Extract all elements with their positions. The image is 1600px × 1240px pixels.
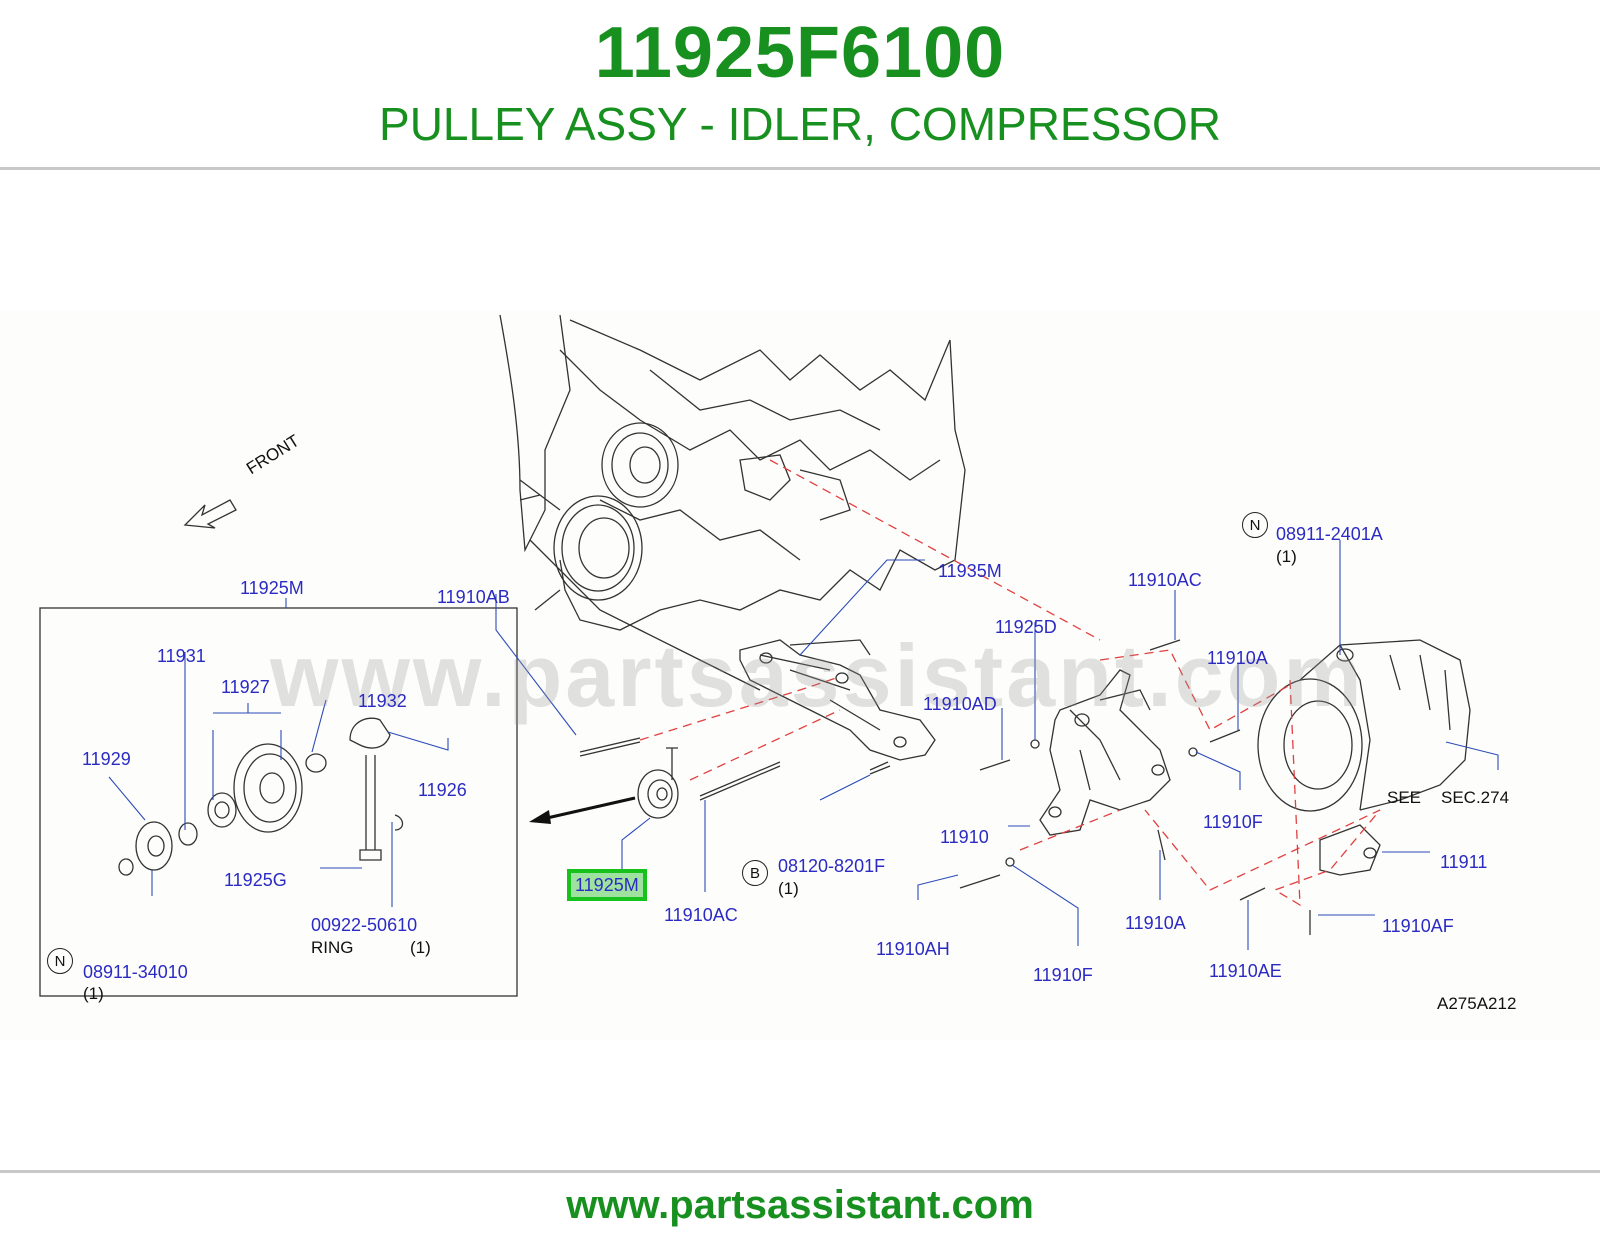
bracket-11910-drawing bbox=[1039, 669, 1171, 836]
quantity-08120-8201f: (1) bbox=[778, 879, 799, 898]
callout-11910ac-lower[interactable]: 11910AC bbox=[664, 905, 738, 925]
header-divider bbox=[0, 167, 1600, 170]
dashed-reference-lines bbox=[639, 459, 1381, 907]
pointer-arrow bbox=[529, 796, 636, 824]
ring-text: RING bbox=[311, 938, 354, 957]
callout-11932[interactable]: 11932 bbox=[358, 691, 407, 711]
detail-box-frame bbox=[39, 607, 518, 997]
footer-website-link[interactable]: www.partsassistant.com bbox=[566, 1183, 1034, 1227]
watermark: www.partsassistant.com bbox=[270, 626, 1365, 725]
callout-11910ac-upper[interactable]: 11910AC bbox=[1128, 570, 1202, 590]
callout-11910f-upper[interactable]: 11910F bbox=[1203, 812, 1263, 832]
diagram-drawing bbox=[39, 314, 1499, 997]
see-text: SEE bbox=[1387, 788, 1422, 807]
callout-11925g[interactable]: 11925G bbox=[224, 870, 287, 890]
callout-11910a-upper[interactable]: 11910A bbox=[1207, 648, 1268, 668]
upper-pulley-drawing bbox=[601, 422, 679, 508]
leader-lines bbox=[108, 540, 1499, 950]
callout-11931[interactable]: 11931 bbox=[157, 646, 206, 666]
idler-pulley-drawing bbox=[637, 769, 679, 819]
callout-11911[interactable]: 11911 bbox=[1440, 852, 1488, 872]
footer-divider bbox=[0, 1170, 1600, 1173]
callout-11925d[interactable]: 11925D bbox=[995, 617, 1057, 637]
callout-11910ae[interactable]: 11910AE bbox=[1209, 961, 1282, 981]
new-part-symbol-2: N bbox=[1242, 512, 1268, 538]
callout-11925m-box[interactable]: 11925M bbox=[240, 578, 304, 598]
quantity-08911-2401a: (1) bbox=[1276, 547, 1297, 566]
diagram-code: A275A212 bbox=[1437, 994, 1517, 1013]
new-part-symbol: N bbox=[47, 948, 73, 974]
page-header: 11925F6100 PULLEY ASSY - IDLER, COMPRESS… bbox=[0, 0, 1600, 168]
part-number-title: 11925F6100 bbox=[594, 13, 1006, 93]
callout-11910af[interactable]: 11910AF bbox=[1382, 916, 1454, 936]
callout-11935m[interactable]: 11935M bbox=[938, 561, 1002, 581]
callout-00922-50610[interactable]: 00922-50610 bbox=[311, 915, 418, 935]
bolt-symbol: B bbox=[742, 860, 768, 886]
detail-pulley-drawing bbox=[233, 743, 303, 833]
parts-diagram: www.partsassistant.com FRONT 11925M 1193… bbox=[0, 310, 1600, 1040]
callout-11910ad[interactable]: 11910AD bbox=[923, 694, 997, 714]
callout-11910f-lower[interactable]: 11910F bbox=[1033, 965, 1093, 985]
callout-11926[interactable]: 11926 bbox=[418, 780, 467, 800]
callout-08911-34010[interactable]: 08911-34010 bbox=[83, 962, 188, 982]
callout-11925m-highlighted[interactable]: 11925M bbox=[567, 869, 647, 901]
callout-11910a-lower[interactable]: 11910A bbox=[1125, 913, 1186, 933]
crank-pulley-drawing bbox=[553, 495, 643, 601]
callout-11910ah[interactable]: 11910AH bbox=[876, 939, 950, 959]
part-description: PULLEY ASSY - IDLER, COMPRESSOR bbox=[379, 98, 1221, 150]
bracket-11935m-drawing bbox=[739, 639, 936, 761]
callout-11927[interactable]: 11927 bbox=[221, 677, 270, 697]
quantity-08911-34010: (1) bbox=[83, 984, 104, 1003]
ring-quantity: (1) bbox=[410, 938, 431, 957]
callout-08120-8201f[interactable]: 08120-8201F bbox=[778, 856, 886, 876]
front-arrow-drawing bbox=[183, 499, 237, 529]
callout-11910ab[interactable]: 11910AB bbox=[437, 587, 510, 607]
engine-block-outline bbox=[499, 314, 966, 631]
section-reference[interactable]: SEC.274 bbox=[1441, 788, 1510, 807]
callout-11910[interactable]: 11910 bbox=[940, 827, 989, 847]
callout-11929[interactable]: 11929 bbox=[82, 749, 131, 769]
bracket-11911-drawing bbox=[1319, 824, 1381, 876]
callout-08911-2401a[interactable]: 08911-2401A bbox=[1276, 524, 1383, 544]
compressor-drawing bbox=[1257, 678, 1363, 812]
